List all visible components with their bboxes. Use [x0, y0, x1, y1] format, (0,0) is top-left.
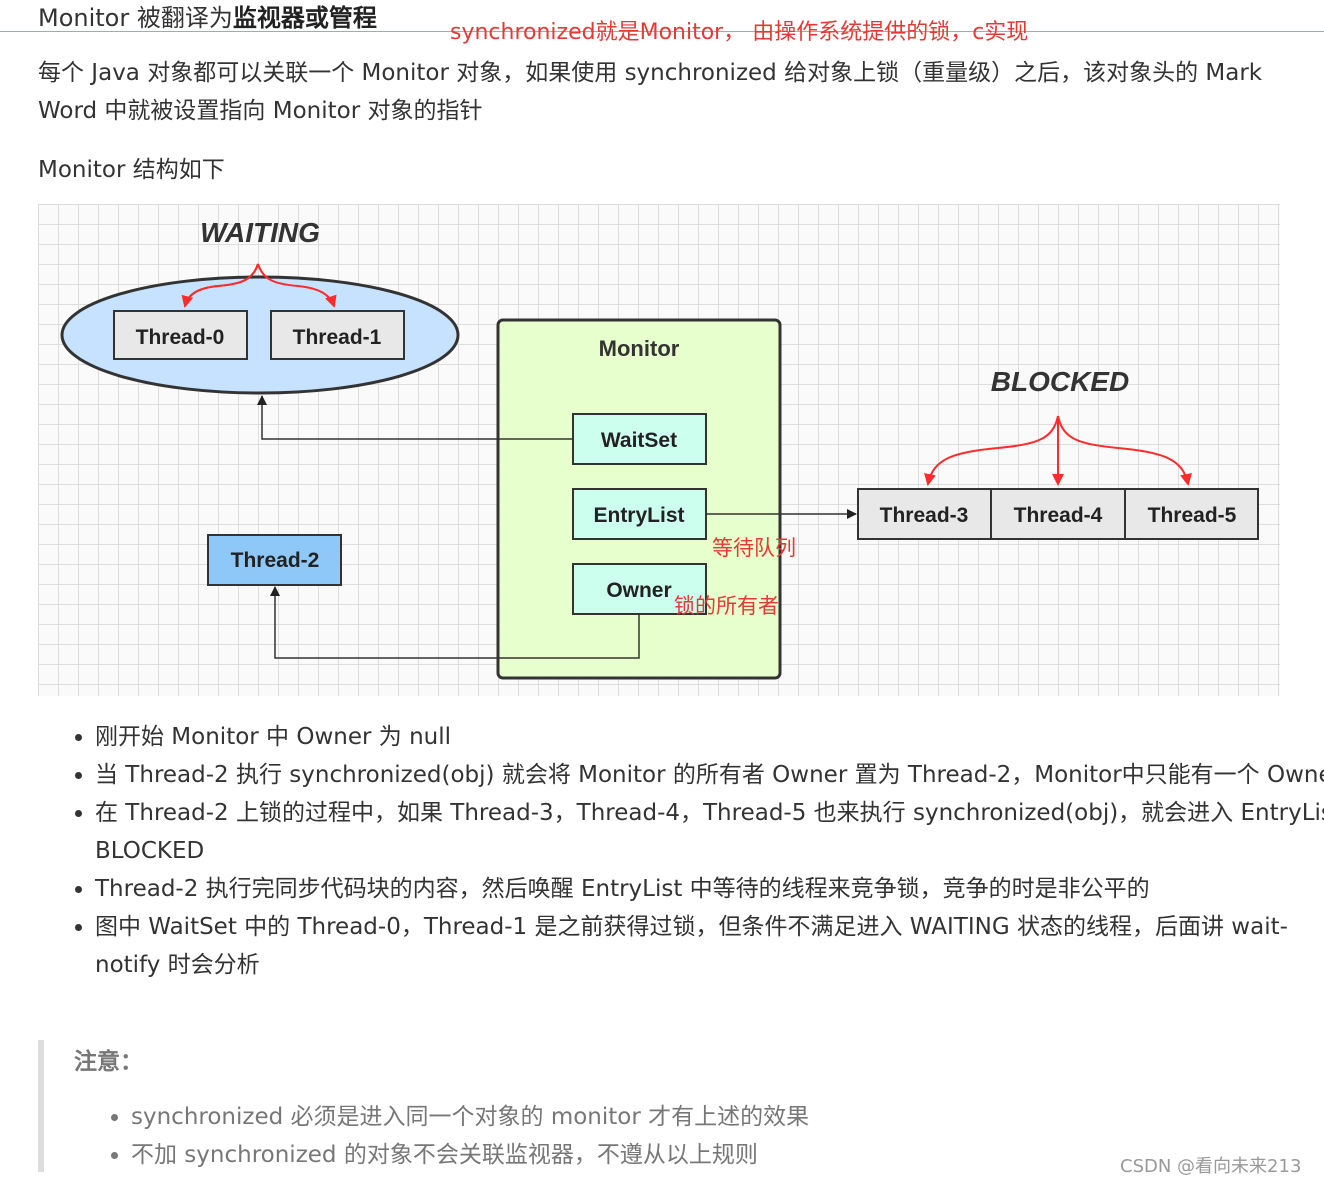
thread-5-box [1124, 488, 1259, 540]
heading-underline [0, 31, 1324, 32]
waitset-to-waiting-arrow [257, 395, 573, 440]
thread-4-label: Thread-4 [1014, 504, 1103, 527]
thread-2-box [207, 534, 342, 586]
list-item: Thread-2 执行完同步代码块的内容，然后唤醒 EntryList 中等待的… [95, 870, 1324, 908]
explanation-list: 刚开始 Monitor 中 Owner 为 null 当 Thread-2 执行… [38, 718, 1324, 984]
note-quote-bar [38, 1040, 44, 1172]
thread-2-label: Thread-2 [231, 549, 320, 572]
list-item: 在 Thread-2 上锁的过程中，如果 Thread-3，Thread-4，T… [95, 794, 1324, 870]
heading-prefix: Monitor 被翻译为 [38, 4, 233, 32]
owner-box [572, 563, 707, 615]
structure-label: Monitor 结构如下 [38, 157, 225, 183]
list-item: 当 Thread-2 执行 synchronized(obj) 就会将 Moni… [95, 756, 1324, 794]
diagram-canvas: WAITING Thread-0 Thread-1 Monitor WaitSe… [60, 217, 1259, 680]
blocked-red-arrow-right [1057, 415, 1192, 486]
owner-label: Owner [606, 579, 671, 602]
entrylist-label: EntryList [593, 504, 684, 527]
thread-5-label: Thread-5 [1148, 504, 1237, 527]
entrylist-note: 等待队列 [712, 536, 796, 560]
thread-4-box [990, 488, 1126, 540]
waiting-label: WAITING [200, 217, 320, 248]
section-heading: Monitor 被翻译为监视器或管程 [38, 0, 377, 33]
thread-3-box [857, 488, 992, 540]
note-title: 注意： [74, 1049, 143, 1075]
monitor-label: Monitor [599, 336, 680, 361]
list-item: 不加 synchronized 的对象不会关联监视器，不遵从以上规则 [131, 1136, 1231, 1174]
thread-3-label: Thread-3 [880, 504, 969, 527]
heading-bold-term: 监视器或管程 [232, 4, 377, 32]
top-annotation: synchronized就是Monitor， 由操作系统提供的锁，c实现 [450, 20, 1029, 45]
note-list: synchronized 必须是进入同一个对象的 monitor 才有上述的效果… [74, 1098, 1231, 1174]
thread-0-label: Thread-0 [136, 326, 225, 349]
thread-1-label: Thread-1 [293, 326, 382, 349]
thread-0-box [113, 310, 248, 360]
blocked-label: BLOCKED [991, 366, 1129, 397]
waitset-label: WaitSet [601, 429, 677, 452]
blocked-red-arrow-left [924, 415, 1059, 486]
intro-paragraph: 每个 Java 对象都可以关联一个 Monitor 对象，如果使用 synchr… [38, 60, 1263, 124]
monitor-diagram: WAITING Thread-0 Thread-1 Monitor WaitSe… [38, 204, 1280, 696]
list-item: 刚开始 Monitor 中 Owner 为 null [95, 718, 1324, 756]
list-item: synchronized 必须是进入同一个对象的 monitor 才有上述的效果 [131, 1098, 1231, 1136]
thread-1-box [270, 310, 405, 360]
waiting-ellipse [60, 275, 460, 395]
footer-watermark: CSDN @看向未来213 [1120, 1156, 1302, 1177]
owner-note: 锁的所有者 [674, 594, 779, 618]
owner-to-thread2-arrow [270, 586, 640, 659]
list-item: 图中 WaitSet 中的 Thread-0，Thread-1 是之前获得过锁，… [95, 908, 1324, 984]
